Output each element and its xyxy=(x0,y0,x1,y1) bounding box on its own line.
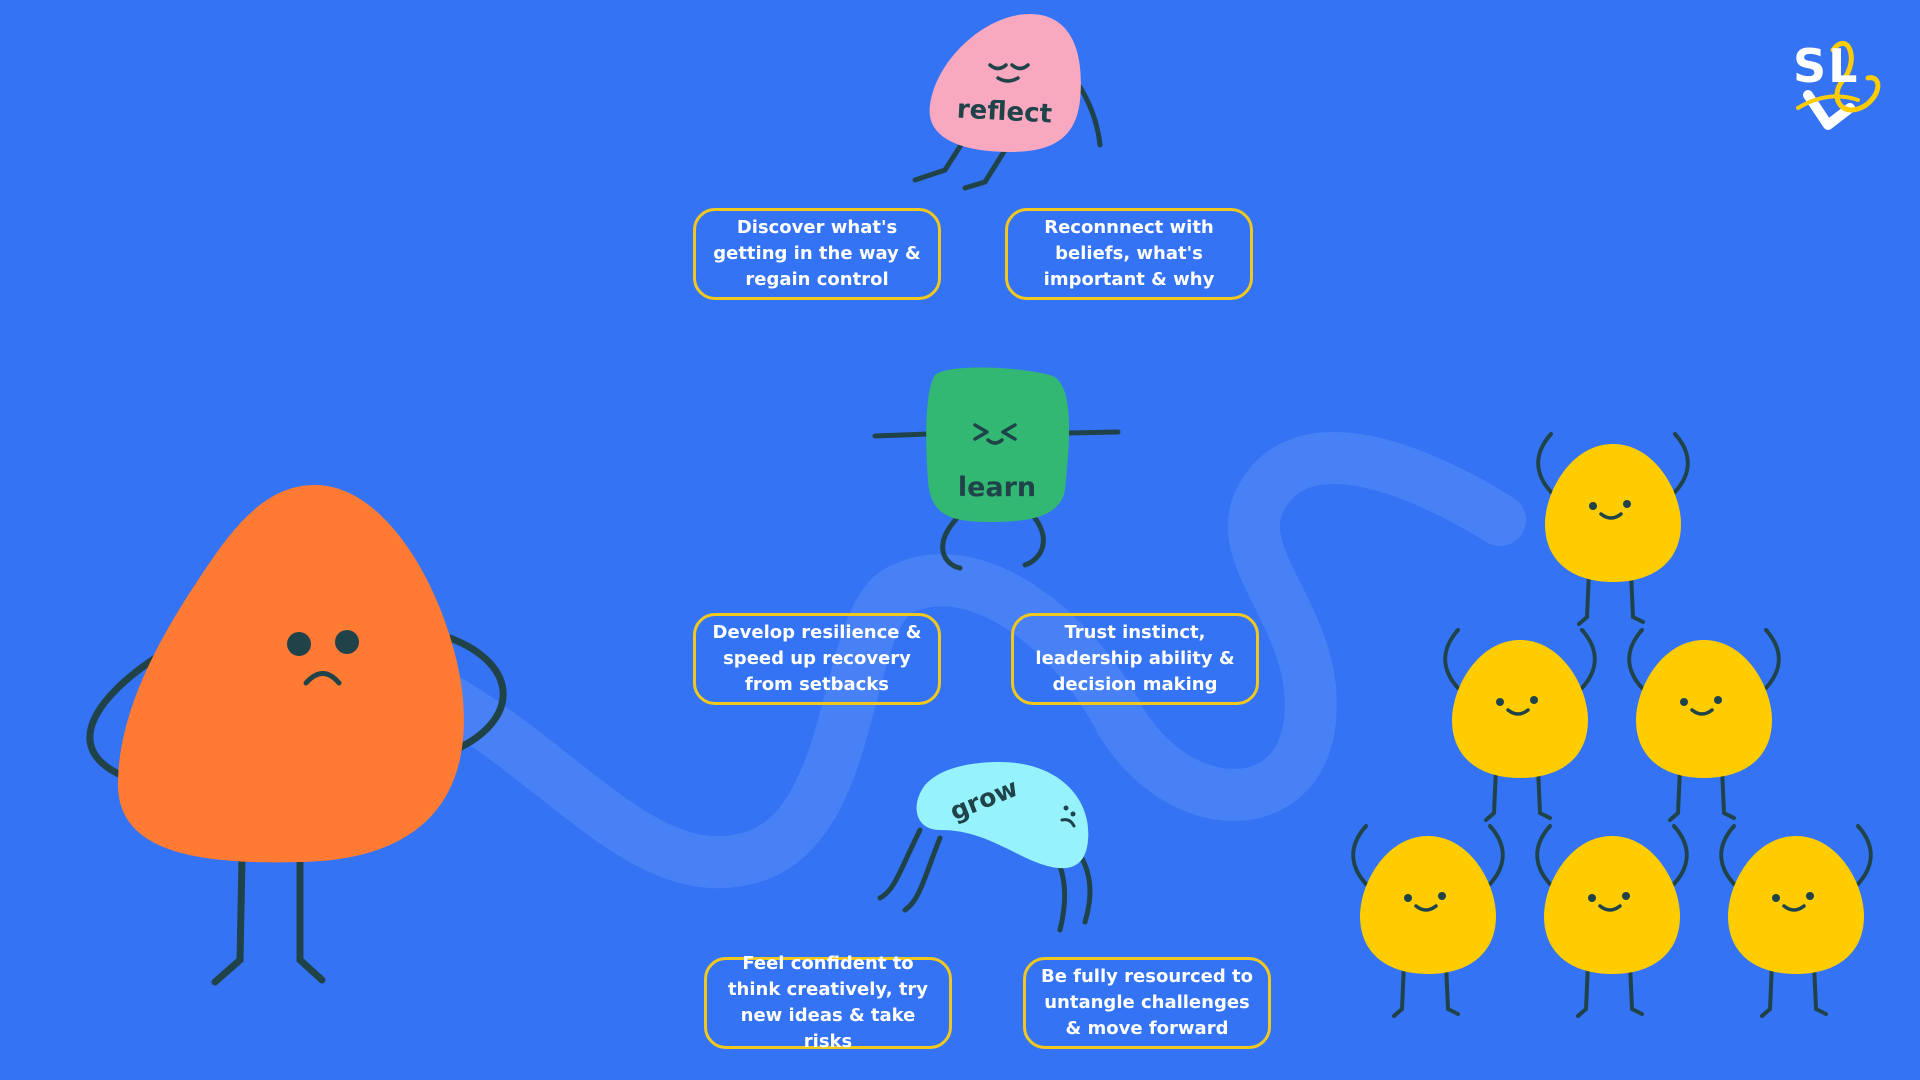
logo: SL xyxy=(1788,20,1888,135)
box-fully-resourced: Be fully resourced to untangle challenge… xyxy=(1023,957,1271,1049)
yellow-character xyxy=(1535,824,1689,1018)
learn-character: learn xyxy=(872,367,1121,571)
yellow-character xyxy=(1536,432,1690,626)
yellow-character xyxy=(1627,628,1781,822)
winding-path xyxy=(404,432,1526,888)
box-discover: Discover what's getting in the way & reg… xyxy=(693,208,941,300)
yellow-character-pyramid xyxy=(1351,432,1873,1018)
learn-label: learn xyxy=(958,472,1036,503)
orange-sad-character xyxy=(86,485,507,986)
logo-mark: SL xyxy=(1793,39,1881,130)
box-feel-confident: Feel confident to think creatively, try … xyxy=(704,953,952,1052)
logo-text: SL xyxy=(1793,39,1859,93)
yellow-character xyxy=(1351,824,1505,1018)
box-trust-instinct: Trust instinct, leadership ability & dec… xyxy=(1011,613,1259,705)
reflect-label: reflect xyxy=(956,95,1053,130)
yellow-character xyxy=(1719,824,1873,1018)
box-reconnect: Reconnnect with beliefs, what's importan… xyxy=(1005,208,1253,300)
yellow-character xyxy=(1443,628,1597,822)
grow-character: grow xyxy=(877,762,1093,933)
reflect-character: reflect xyxy=(912,14,1103,191)
box-resilience: Develop resilience & speed up recovery f… xyxy=(693,613,941,705)
